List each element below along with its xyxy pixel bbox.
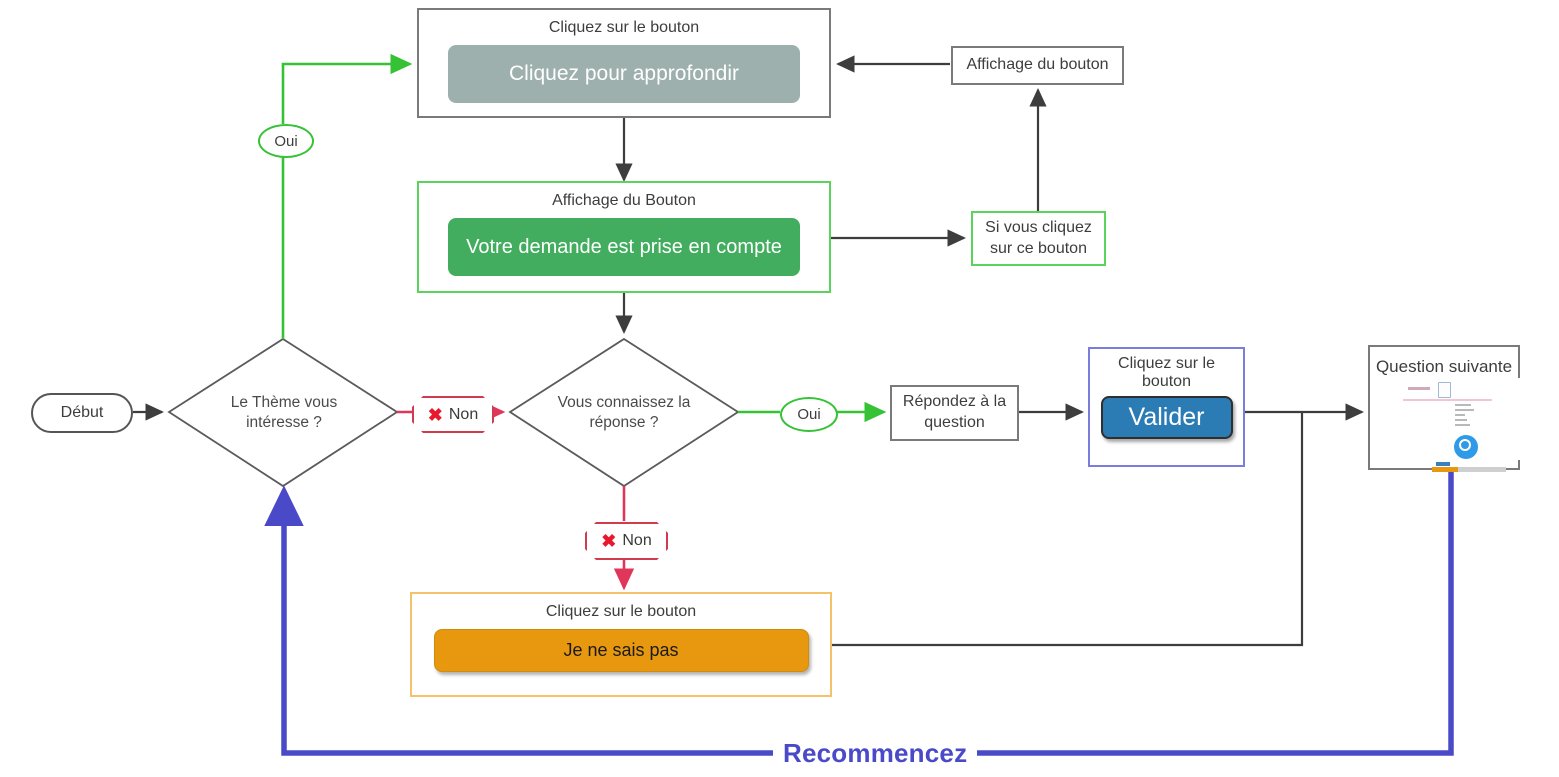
node-dont-know-card[interactable]: Cliquez sur le bouton Je ne sais pas — [410, 592, 832, 697]
thumb-document-icon — [1438, 382, 1451, 399]
node-validate-card[interactable]: Cliquez sur le bouton Valider — [1088, 347, 1245, 467]
thumb-orange-bar — [1432, 467, 1458, 473]
edge-label-oui-know-text: Oui — [797, 406, 821, 423]
node-answer-question[interactable]: Répondez à la question — [890, 385, 1019, 441]
request-card-caption: Affichage du Bouton — [552, 192, 696, 209]
node-start-label: Début — [60, 404, 104, 421]
dont-know-card-caption: Cliquez sur le bouton — [545, 603, 697, 620]
cross-icon: ✖ — [427, 404, 443, 425]
thumb-blue-chip — [1436, 462, 1450, 467]
thumb-list-row — [1455, 419, 1467, 421]
edge-label-non-know-text: Non — [622, 532, 652, 549]
thumb-list-row — [1455, 409, 1474, 411]
restart-loop-label: Recommencez — [773, 738, 978, 769]
deepen-card-caption: Cliquez sur le bouton — [548, 19, 700, 36]
node-start[interactable]: Début — [31, 393, 133, 433]
button-votre-demande-est-prise-en-compte[interactable]: Votre demande est prise en compte — [448, 218, 800, 277]
node-next-question-label: Question suivante — [1375, 357, 1513, 376]
edge-label-oui-theme-text: Oui — [274, 132, 298, 150]
node-if-click-label: Si vous cliquez sur ce bouton — [985, 218, 1092, 257]
thumb-grey-bar — [1458, 467, 1506, 473]
edge-label-non-theme: ✖ Non — [412, 396, 494, 433]
node-next-question[interactable]: Question suivante — [1368, 345, 1522, 473]
button-cliquez-pour-approfondir[interactable]: Cliquez pour approfondir — [448, 45, 800, 104]
node-if-click[interactable]: Si vous cliquez sur ce bouton — [971, 211, 1106, 266]
button-valider[interactable]: Valider — [1100, 395, 1233, 439]
thumb-text-left — [1408, 387, 1430, 391]
edge-label-non-know: ✖ Non — [585, 522, 668, 560]
edge-label-oui-know: Oui — [780, 397, 838, 432]
magnifier-icon — [1454, 435, 1478, 460]
button-je-ne-sais-pas[interactable]: Je ne sais pas — [433, 629, 809, 673]
thumb-list-row — [1455, 414, 1465, 416]
node-display-button-label: Affichage du bouton — [966, 56, 1109, 74]
edge-label-oui-theme: Oui — [258, 124, 314, 158]
thumb-pink-rule — [1403, 399, 1492, 402]
validate-card-caption: Cliquez sur le bouton — [1118, 355, 1215, 391]
edge-theme-yes-to-deepen — [281, 53, 413, 124]
node-answer-question-label: Répondez à la question — [902, 393, 1007, 431]
cross-icon: ✖ — [601, 531, 617, 551]
thumb-list-row — [1455, 424, 1470, 426]
decision-know-shape — [508, 337, 740, 488]
decision-theme-shape — [167, 337, 399, 488]
node-deepen-card[interactable]: Cliquez sur le bouton Cliquez pour appro… — [417, 8, 831, 118]
next-question-thumbnail — [1370, 378, 1522, 473]
edge-dontknow-to-next — [832, 412, 1304, 647]
node-display-button[interactable]: Affichage du bouton — [951, 46, 1124, 85]
edge-label-non-theme-text: Non — [448, 405, 479, 423]
node-request-card[interactable]: Affichage du Bouton Votre demande est pr… — [417, 181, 831, 293]
thumb-list-row — [1455, 404, 1471, 406]
